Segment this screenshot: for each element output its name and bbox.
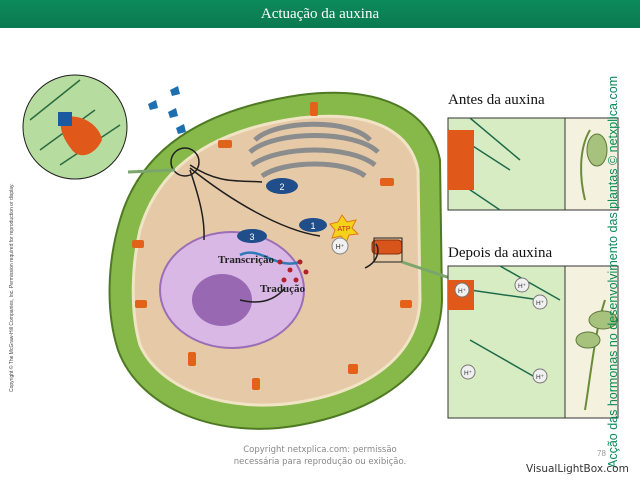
label-translation: Tradução: [260, 283, 306, 295]
proton-pump: [371, 239, 403, 255]
golgi-apparatus: [248, 121, 380, 179]
zoom-connectors: [127, 168, 451, 280]
svg-text:2: 2: [279, 182, 284, 192]
nucleus: [159, 231, 305, 349]
auxin-molecules: [148, 86, 186, 134]
side-caption: Acção das hormonas no desenvolvimento da…: [606, 75, 620, 468]
panel-after-auxin: H⁺ H⁺ H⁺ H⁺ H⁺: [447, 265, 619, 419]
page-number: 78: [597, 449, 606, 458]
step-badge-3: 3: [237, 229, 267, 243]
footer-line-1: Copyright netxplica.com: permissão: [243, 445, 397, 455]
svg-text:ATP: ATP: [337, 226, 350, 233]
inset-auxin-receptor: [22, 74, 128, 180]
proton-after-5: H⁺: [536, 374, 545, 381]
panel-after-title: Depois da auxina: [448, 245, 553, 261]
step-badge-2: 2: [266, 178, 298, 194]
membrane-proteins: [132, 102, 412, 390]
pathway-arrows: [189, 164, 379, 303]
proton-after-1: H⁺: [458, 288, 467, 295]
svg-text:H⁺: H⁺: [336, 244, 345, 251]
publisher-copyright: Copyright © The McGraw-Hill Companies, I…: [9, 183, 15, 392]
proton-after-2: H⁺: [518, 283, 527, 290]
proton-cell: H⁺: [331, 237, 349, 255]
zoom-box-membrane: [373, 237, 403, 263]
step-badge-1: 1: [299, 218, 327, 232]
ribosomes: [277, 259, 309, 283]
footer-line-2: necessária para reprodução ou exibição.: [233, 457, 407, 467]
proton-after-4: H⁺: [464, 370, 473, 377]
panel-before-title: Antes da auxina: [448, 92, 545, 108]
svg-text:3: 3: [249, 232, 254, 242]
footer-copyright: Copyright netxplica.com: permissão neces…: [190, 444, 450, 468]
proton-after-3: H⁺: [536, 300, 545, 307]
zoom-circle-top: [170, 147, 200, 177]
svg-text:1: 1: [310, 221, 315, 231]
panel-before-auxin: [447, 117, 619, 211]
label-transcription: Transcrição: [218, 254, 275, 266]
watermark[interactable]: VisualLightBox.com: [526, 463, 629, 475]
slide-title: Actuação da auxina: [0, 0, 640, 28]
